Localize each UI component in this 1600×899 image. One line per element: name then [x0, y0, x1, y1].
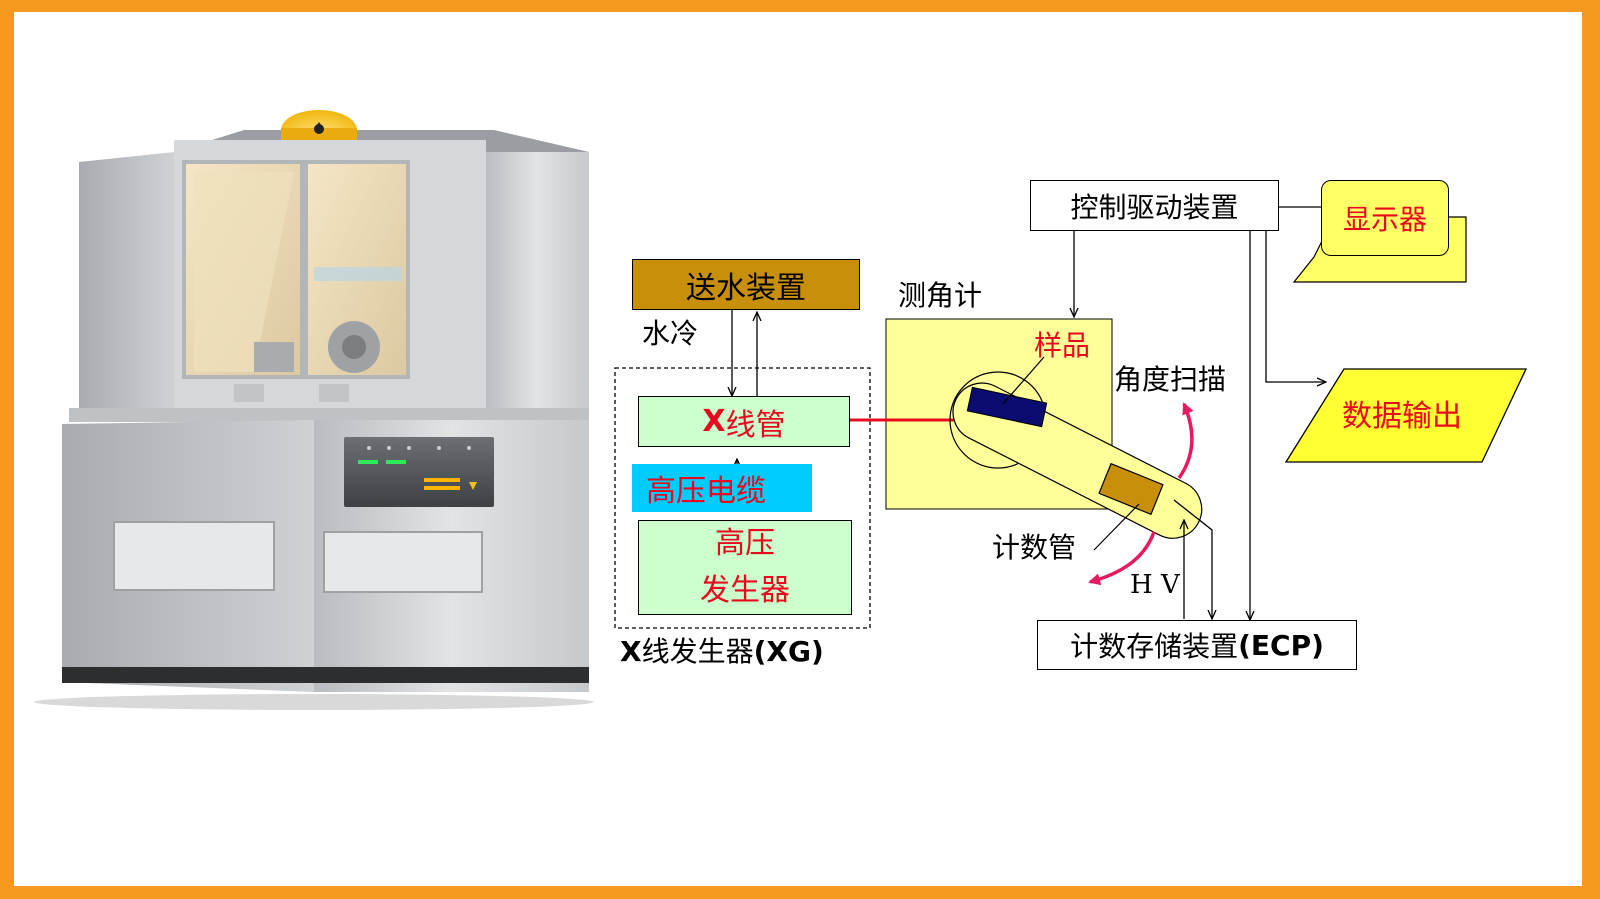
- ecp-label-prefix: 计数存储装置: [1070, 630, 1239, 663]
- xg-caption: X线发生器(XG): [620, 638, 824, 666]
- right-upper-panel: [484, 152, 589, 412]
- sample-block: [966, 386, 1048, 428]
- drawer-right: [323, 531, 483, 593]
- counter-pointer: [1093, 503, 1140, 551]
- goniometer-hub: [342, 335, 366, 359]
- counter-tube-block: [1098, 462, 1164, 516]
- door-handle-right: [319, 384, 349, 402]
- water-cooling-label: 水冷: [642, 317, 699, 350]
- interior-rail: [314, 267, 402, 281]
- hv-label: H V: [1130, 570, 1180, 600]
- xray-tube-prefix: X: [702, 404, 726, 439]
- sample-pointer: [1002, 356, 1045, 405]
- schematic-diagram: [614, 206, 1528, 629]
- door-handle-left: [234, 384, 264, 402]
- hv-cable-label: 高压电缆: [646, 474, 766, 509]
- hv-generator-box: 高压 发生器: [638, 520, 852, 615]
- control-drive-label: 控制驱动装置: [1070, 190, 1239, 224]
- belt-line: [69, 408, 589, 422]
- ecp-box: 计数存储装置(ECP): [1037, 620, 1357, 670]
- hv-cable-box: 高压电缆: [632, 464, 812, 512]
- ecp-label-suffix: (ECP): [1238, 628, 1324, 662]
- hv-generator-line2: 发生器: [700, 572, 790, 608]
- angle-scan-arrow-down: [1088, 531, 1156, 586]
- machine-plinth: [62, 667, 589, 683]
- drawer-left: [113, 521, 275, 591]
- xg-caption-prefix: X: [620, 635, 642, 668]
- diffractometer-instrument-illustration: [34, 110, 594, 710]
- control-to-output-arrow: [1265, 231, 1326, 382]
- xg-caption-suffix: (XG): [753, 635, 824, 668]
- control-panel: [344, 437, 494, 507]
- tube-housing: [254, 342, 294, 372]
- water-supply-box: 送水装置: [632, 259, 860, 310]
- angle-scan-label: 角度扫描: [1114, 363, 1227, 396]
- counter-tube-label: 计数管: [992, 531, 1077, 564]
- signal-to-ecp-arrow: [1173, 499, 1212, 619]
- floor-shadow: [34, 694, 594, 710]
- xg-boundary: [614, 367, 871, 629]
- interior-wall: [194, 172, 294, 372]
- xg-caption-middle: 线发生器: [641, 635, 754, 668]
- xray-tube-suffix: 线管: [725, 407, 786, 443]
- angle-scan-arrow-up: [1177, 402, 1194, 480]
- goniometer-label: 测角计: [898, 279, 983, 312]
- display-label: 显示器: [1342, 203, 1427, 236]
- data-output-label: 数据输出: [1342, 399, 1462, 434]
- hv-generator-line1: 高压: [715, 526, 775, 561]
- data-output-shape: [1284, 368, 1528, 463]
- water-supply-label: 送水装置: [686, 270, 806, 306]
- sample-label: 样品: [1034, 329, 1091, 362]
- control-drive-box: 控制驱动装置: [1030, 180, 1279, 231]
- left-upper-panel: [79, 152, 174, 412]
- display-box: 显示器: [1321, 180, 1449, 256]
